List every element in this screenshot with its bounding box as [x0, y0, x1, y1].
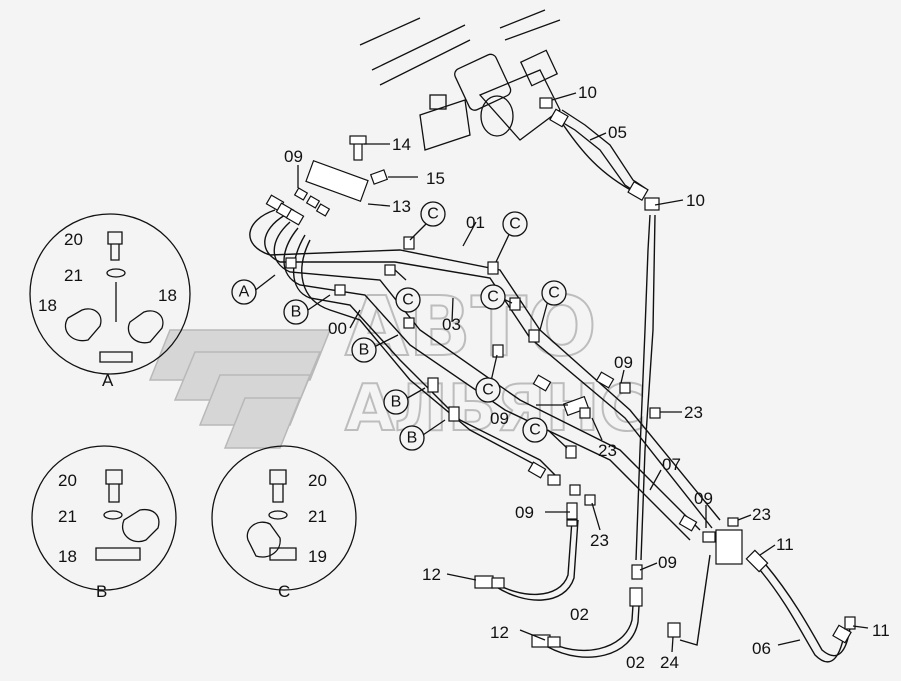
callout-c [395, 287, 421, 313]
part-label-09: 09 [694, 489, 713, 508]
washer-icon [103, 510, 123, 520]
part-label-12: 12 [490, 623, 509, 642]
part-label-09: 09 [614, 353, 633, 372]
detail-b-clamp-label: 18 [58, 547, 77, 566]
part-label-12: 12 [422, 565, 441, 584]
callout-label: A [239, 284, 250, 301]
part-label-06: 06 [752, 639, 771, 658]
callout-b [383, 389, 409, 415]
part-label-01: 01 [466, 213, 485, 232]
detail-a-washer-label: 21 [64, 266, 83, 285]
callout-label: C [548, 285, 560, 302]
bolt-icon [107, 231, 123, 245]
part-label-13: 13 [392, 197, 411, 216]
part-label-09: 09 [284, 147, 303, 166]
callout-label: C [402, 292, 414, 309]
detail-view-b: 20 21 18 B [31, 445, 177, 601]
part-label-23: 23 [752, 505, 771, 524]
callouts [231, 201, 567, 451]
detail-a-title: A [102, 371, 114, 390]
bolt-icon [269, 469, 287, 485]
callout-c [420, 201, 446, 227]
fitting-15 [369, 169, 389, 185]
detail-a-clamp-right-label: 18 [158, 286, 177, 305]
callout-label: C [487, 289, 499, 306]
part-label-09: 09 [490, 409, 509, 428]
callout-c [541, 280, 567, 306]
part-label-09: 09 [658, 553, 677, 572]
detail-circle-c [211, 445, 357, 591]
part-label-07: 07 [662, 455, 681, 474]
callout-label: B [407, 430, 418, 447]
part-label-03: 03 [442, 315, 461, 334]
detail-c-clamp-label: 19 [308, 547, 327, 566]
part-label-14: 14 [392, 135, 411, 154]
detail-c-title: C [278, 582, 290, 601]
part-label-24: 24 [660, 653, 679, 672]
callout-b [351, 337, 377, 363]
washer-icon [106, 268, 126, 278]
detail-view-c: 20 21 19 C [211, 445, 357, 601]
callout-labels: A B B B B C C C C C C C [239, 206, 560, 447]
part-labels: 10 05 10 14 15 09 13 01 03 00 09 23 09 2… [284, 83, 890, 672]
bolt-icon [105, 469, 123, 485]
callout-label: C [427, 206, 439, 223]
detail-c-washer-label: 21 [308, 507, 327, 526]
callout-b [283, 299, 309, 325]
part-label-23: 23 [590, 531, 609, 550]
callout-label: C [529, 422, 541, 439]
callout-c [502, 211, 528, 237]
part-label-11: 11 [872, 621, 890, 640]
callout-label: B [291, 304, 302, 321]
boom-cylinder-assembly [359, 9, 649, 196]
detail-a-clamp-left-label: 18 [38, 296, 57, 315]
callout-b [399, 425, 425, 451]
washer-icon [268, 510, 288, 520]
clamp-icon [64, 308, 102, 342]
callout-c [522, 417, 548, 443]
part-label-00: 00 [328, 319, 347, 338]
detail-a-bolt-label: 20 [64, 230, 83, 249]
detail-b-bolt-label: 20 [58, 471, 77, 490]
callout-label: C [509, 216, 521, 233]
detail-b-title: B [96, 582, 107, 601]
part-label-10: 10 [578, 83, 597, 102]
callout-label: B [359, 342, 370, 359]
part-label-23: 23 [684, 403, 703, 422]
callout-a [231, 279, 257, 305]
part-label-02: 02 [570, 605, 589, 624]
part-label-02: 02 [626, 653, 645, 672]
fittings [265, 97, 856, 648]
part-label-23: 23 [598, 441, 617, 460]
detail-circle-a [29, 213, 191, 375]
callout-c [480, 284, 506, 310]
part-label-09: 09 [515, 503, 534, 522]
line-clamps [285, 236, 577, 459]
part-label-11: 11 [776, 535, 794, 554]
block-13 [305, 159, 369, 203]
part-label-10: 10 [686, 191, 705, 210]
detail-c-bolt-label: 20 [308, 471, 327, 490]
clamp-icon [121, 508, 160, 543]
clamp-icon [127, 310, 164, 344]
watermark-logo [148, 329, 332, 449]
part-label-15: 15 [426, 169, 445, 188]
detail-b-washer-label: 21 [58, 507, 77, 526]
detail-view-a: 20 21 18 18 A [29, 213, 191, 390]
callout-label: B [391, 394, 402, 411]
part-label-05: 05 [608, 123, 627, 142]
detail-circle-b [31, 445, 177, 591]
callout-c [475, 377, 501, 403]
clamp-icon [246, 521, 281, 558]
callout-label: C [482, 382, 494, 399]
